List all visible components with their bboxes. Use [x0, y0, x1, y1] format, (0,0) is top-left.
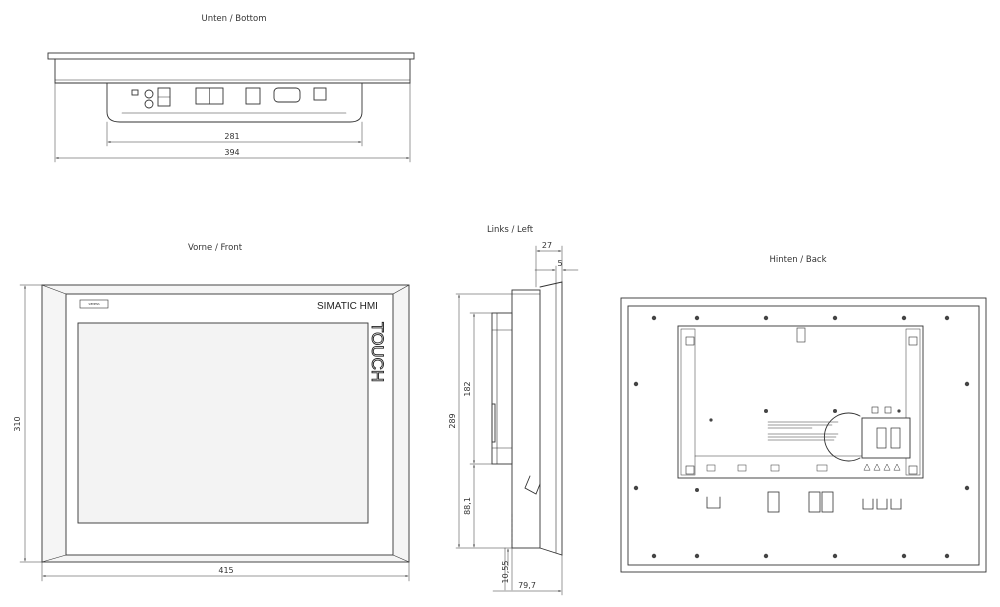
front-dim-415: 415 [218, 566, 233, 575]
bottom-housing [54, 58, 411, 84]
front-screen [77, 322, 369, 524]
power-switch-port [131, 89, 139, 96]
audio-connector-back-1 [862, 498, 874, 510]
ethernet-connector-back-1 [808, 491, 821, 513]
connector-housing [106, 82, 363, 123]
power-terminal [313, 87, 327, 101]
bottom-dim-394: 394 [224, 148, 239, 157]
back-outer-frame [620, 297, 987, 573]
siemens-logo [79, 299, 109, 309]
left-dim-27: 27 [542, 241, 552, 250]
port-labels [706, 463, 901, 472]
card-holder-arc [824, 412, 861, 462]
left-dim-797: 79,7 [518, 581, 536, 590]
left-dim-5: 5 [557, 259, 562, 268]
bottom-bezel-edge [47, 52, 415, 60]
usb-connector-back [767, 491, 780, 513]
siemens-logo-text: SIEMENS [88, 302, 100, 306]
left-view: Links / Left 27 5 182 289 88,1 10,55 [448, 225, 579, 596]
bottom-view-title: Unten / Bottom [201, 14, 266, 24]
sub-d-port [273, 87, 301, 103]
touch-label: TOUCH [368, 322, 387, 382]
bottom-dim-281: 281 [224, 132, 239, 141]
mounting-screws [633, 315, 970, 559]
audio-port-2 [144, 99, 154, 109]
warning-label [767, 421, 839, 441]
left-clamp [524, 475, 541, 495]
left-housing [511, 289, 541, 549]
rj45-port [245, 87, 261, 105]
left-dim-289: 289 [448, 413, 457, 428]
bottom-view: Unten / Bottom 281 394 [47, 14, 415, 163]
front-view-title: Vorne / Front [188, 243, 243, 253]
audio-connector-back-2 [876, 498, 888, 510]
top-clip [796, 327, 806, 343]
audio-connector-back-3 [890, 498, 902, 510]
ethernet-connector-back-2 [821, 491, 834, 513]
back-view-title: Hinten / Back [770, 255, 827, 265]
left-bezel-profile [539, 281, 563, 556]
left-dim-182: 182 [463, 381, 472, 396]
audio-port [144, 89, 154, 99]
simatic-hmi-label: SIMATIC HMI [317, 301, 378, 312]
left-dim-88: 88,1 [463, 497, 472, 515]
left-side-slot [491, 403, 496, 443]
front-view: Vorne / Front SIEMENS SIMATIC HMI TOUCH … [13, 243, 410, 582]
left-view-title: Links / Left [487, 225, 534, 235]
back-view: Hinten / Back [620, 255, 987, 573]
power-connector-back [706, 496, 721, 509]
left-dim-1055: 10,55 [501, 561, 510, 584]
front-dim-310: 310 [13, 416, 22, 431]
